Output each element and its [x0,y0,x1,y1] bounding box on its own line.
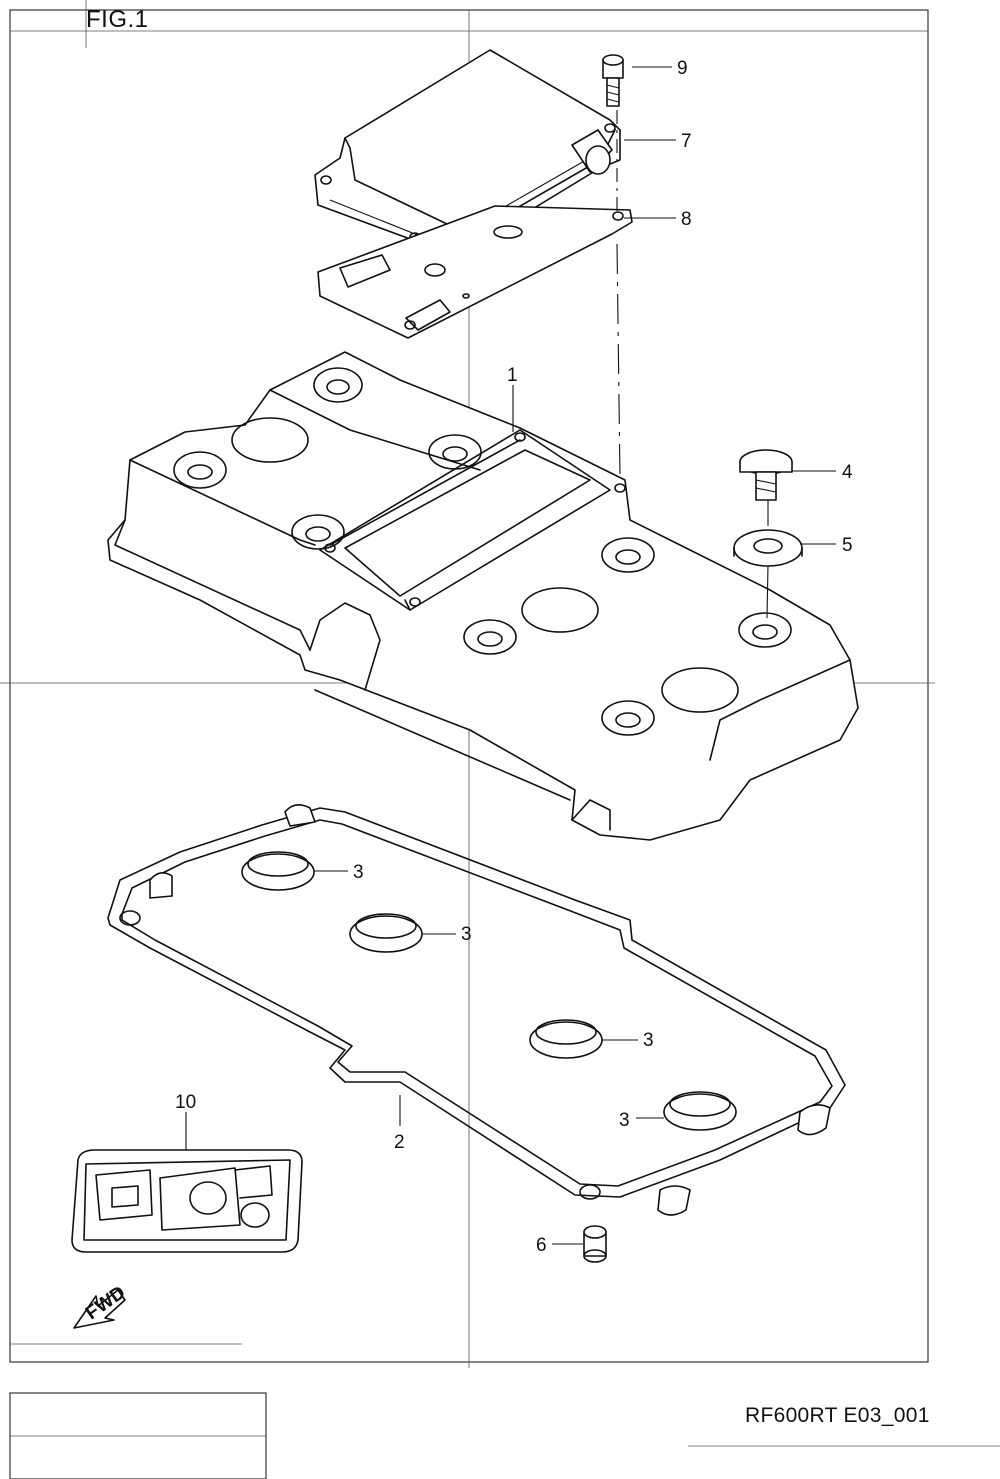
callout-1: 1 [507,365,518,386]
bolt [602,54,624,107]
callout-3c: 3 [643,1030,654,1051]
breather-cover [314,49,621,251]
callout-6: 6 [536,1235,547,1256]
fwd-arrow-icon: FWD [73,1282,129,1329]
plug-seals [241,851,737,1131]
callout-4: 4 [842,462,853,483]
dowel-pin [583,1225,607,1263]
callout-7: 7 [681,131,692,152]
seal-washer [733,529,803,567]
callout-10: 10 [175,1092,196,1113]
callout-8: 8 [681,209,692,230]
callout-2: 2 [394,1132,405,1153]
gasket-set [71,1149,303,1253]
callout-9: 9 [677,58,688,79]
cap-bolt [739,449,793,501]
callout-3d: 3 [619,1110,630,1131]
leader-lines [185,66,836,1245]
breather-cover-gasket [317,205,633,339]
callout-3b: 3 [461,924,472,945]
head-cover-gasket [107,804,846,1216]
drawing-code: RF600RT E03_001 [745,1404,930,1427]
cylinder-head-cover [107,351,859,841]
callout-labels: 9 7 8 1 4 5 3 3 3 3 2 6 10 [175,58,853,1256]
callout-3a: 3 [353,862,364,883]
callout-5: 5 [842,535,853,556]
